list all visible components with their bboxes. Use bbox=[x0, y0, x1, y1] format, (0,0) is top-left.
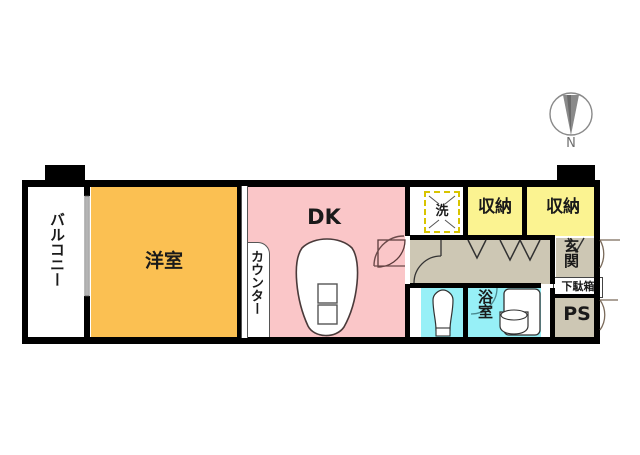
wall-hallway-genkan bbox=[550, 235, 555, 284]
wall-dk-laundry bbox=[405, 186, 410, 236]
room-storage-1-fill bbox=[467, 186, 523, 236]
wall-storage1-storage2 bbox=[522, 186, 527, 236]
wall-pillar-right bbox=[557, 165, 595, 187]
label-ps: PS bbox=[563, 303, 591, 325]
label-shoe-cabinet: 下駄箱 bbox=[561, 280, 595, 293]
label-balcony: バルコニー bbox=[48, 212, 66, 287]
wall-exterior-top bbox=[22, 180, 600, 187]
wall-washitsu-dk bbox=[237, 186, 241, 338]
wall-toilet-bathroom bbox=[463, 288, 468, 338]
ps-door-arc bbox=[599, 299, 606, 331]
wall-pillar-left bbox=[45, 165, 85, 187]
north-compass: N bbox=[548, 92, 594, 154]
wall-balcony-top bbox=[84, 186, 90, 196]
label-bathroom: 浴室 bbox=[476, 289, 494, 319]
wall-ps-top bbox=[553, 294, 600, 298]
wall-bathroom-ps bbox=[550, 288, 555, 338]
room-ps-fill bbox=[553, 297, 600, 338]
entrance-door-arc bbox=[599, 239, 605, 269]
wall-exterior-bottom bbox=[22, 337, 600, 344]
label-counter: カウンター bbox=[248, 250, 263, 315]
label-storage-1: 収納 bbox=[478, 197, 512, 217]
label-washitsu: 洋室 bbox=[144, 250, 183, 272]
hallway-fill bbox=[410, 240, 553, 284]
label-laundry: 洗 bbox=[435, 204, 449, 219]
compass-rose-icon bbox=[549, 92, 593, 136]
wall-dk-toilet bbox=[405, 284, 410, 338]
wall-exterior-left bbox=[22, 180, 28, 344]
wall-washitsu-dk-door bbox=[241, 186, 248, 338]
label-genkan: 玄関 bbox=[562, 238, 580, 268]
wall-laundry-storage1 bbox=[463, 186, 468, 236]
room-toilet-fill bbox=[421, 288, 463, 338]
wall-exterior-right bbox=[594, 180, 600, 344]
label-dk: DK bbox=[307, 205, 341, 229]
room-storage-2-fill bbox=[526, 186, 600, 236]
label-storage-2: 収納 bbox=[546, 197, 580, 217]
room-washitsu-fill bbox=[90, 186, 237, 338]
wall-hallway-top bbox=[410, 235, 554, 240]
room-balcony-fill bbox=[28, 182, 84, 338]
wall-hallway-bottom bbox=[410, 283, 541, 288]
wall-balcony-bottom bbox=[84, 296, 90, 338]
compass-north-label: N bbox=[566, 136, 576, 151]
